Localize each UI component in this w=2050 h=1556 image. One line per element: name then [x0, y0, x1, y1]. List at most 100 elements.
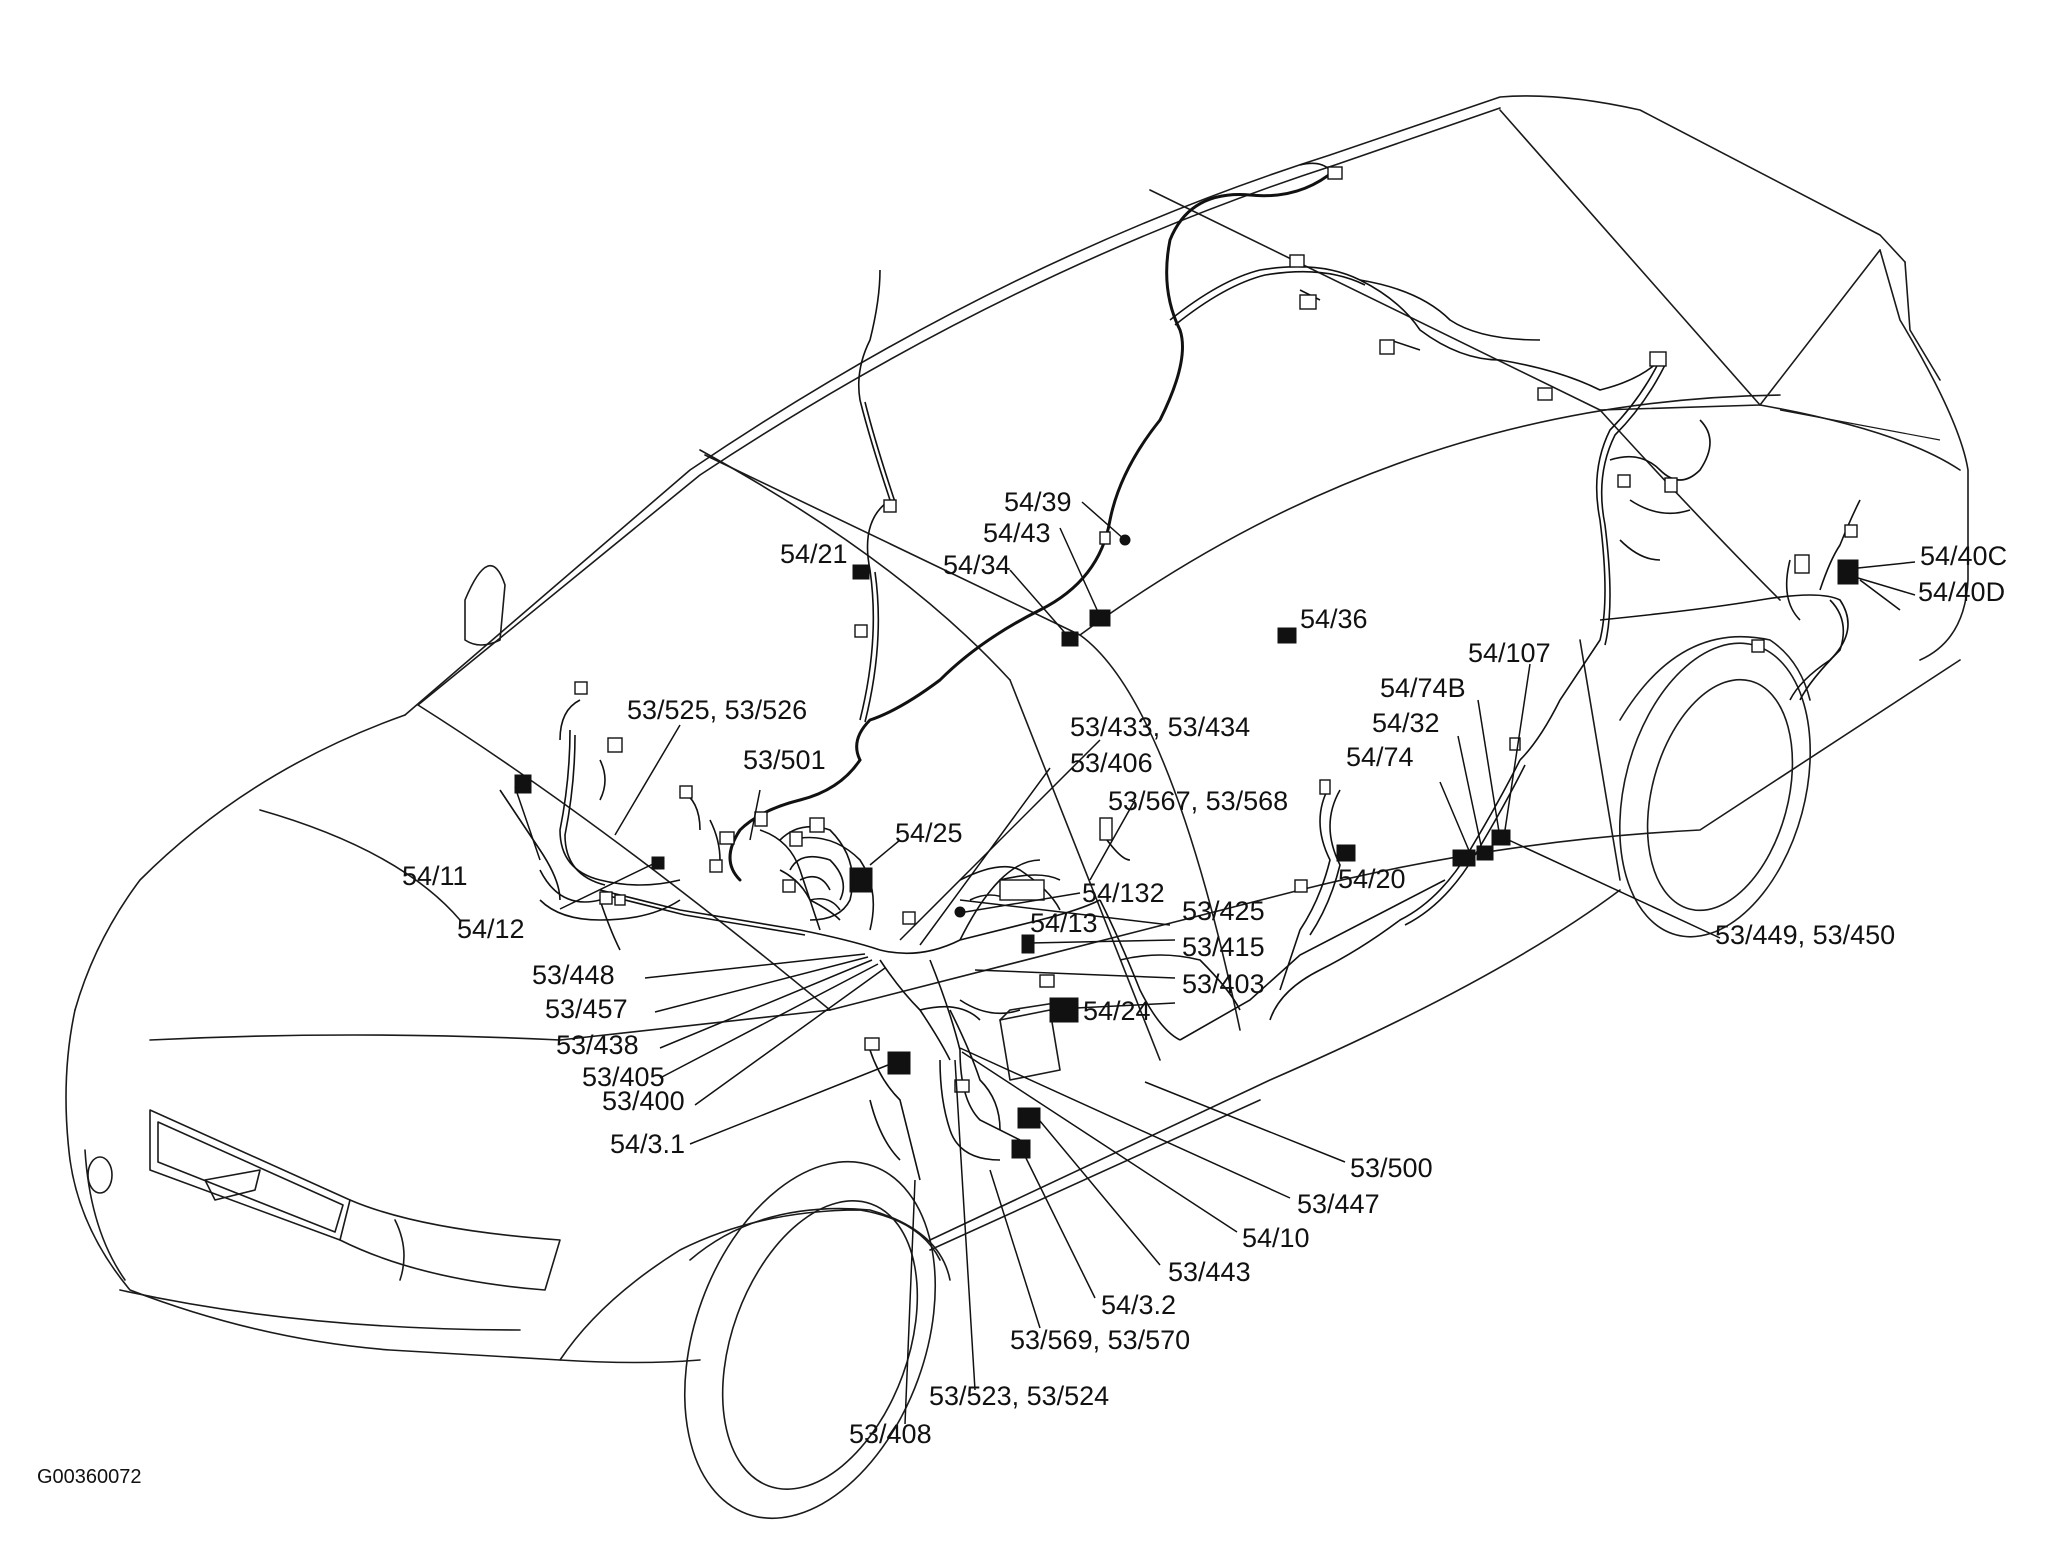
figure-id: G00360072	[37, 1466, 142, 1488]
connector-black	[1011, 1139, 1031, 1159]
label-54-40d: 54/40D	[1918, 577, 2005, 607]
connector-black	[1017, 1107, 1041, 1129]
label-54-11: 54/11	[402, 861, 468, 891]
label-54-24: 54/24	[1083, 996, 1151, 1026]
connector-black	[954, 906, 966, 918]
connector-white	[1664, 477, 1678, 493]
connector-white	[854, 624, 868, 638]
label-53-405: 53/405	[582, 1062, 665, 1092]
connector-black	[1061, 631, 1079, 647]
connector-white	[1794, 554, 1810, 574]
connector-white	[999, 879, 1045, 901]
label-53-415: 53/415	[1182, 932, 1265, 962]
label-54-132: 54/132	[1082, 878, 1165, 908]
label-54-21: 54/21	[780, 539, 848, 569]
connector-white	[614, 894, 626, 906]
connector-black	[1452, 849, 1476, 867]
label-54-36: 54/36	[1300, 604, 1368, 634]
label-53-569: 53/569, 53/570	[1010, 1325, 1190, 1355]
car-body	[65, 95, 1969, 1520]
label-53-403: 53/403	[1182, 969, 1265, 999]
connector-white	[679, 785, 693, 799]
label-53-501: 53/501	[743, 745, 826, 775]
label-54-74b: 54/74B	[1380, 673, 1466, 703]
label-54-107: 54/107	[1468, 638, 1551, 668]
label-54-20: 54/20	[1338, 864, 1406, 894]
label-54-43: 54/43	[983, 518, 1051, 548]
connector-black	[651, 856, 665, 870]
connector-white	[902, 911, 916, 925]
connector-white	[1649, 351, 1667, 367]
connector-white	[1289, 254, 1305, 268]
connector-black	[1277, 627, 1297, 644]
label-54-39: 54/39	[1004, 487, 1072, 517]
connector-white	[607, 737, 623, 753]
label-54-25: 54/25	[895, 818, 963, 848]
connector-white	[1509, 737, 1521, 751]
label-53-433: 53/433, 53/434	[1070, 712, 1250, 742]
label-53-525: 53/525, 53/526	[627, 695, 807, 725]
connector-white	[1294, 879, 1308, 893]
connector-white	[1751, 639, 1765, 653]
connector-white	[709, 859, 723, 873]
label-54-3-2: 54/3.2	[1101, 1290, 1176, 1320]
label-53-567: 53/567, 53/568	[1108, 786, 1288, 816]
connector-black	[1837, 559, 1859, 585]
label-54-40c: 54/40C	[1920, 541, 2007, 571]
connector-black	[514, 774, 532, 794]
connector-black	[1049, 997, 1079, 1023]
label-54-12: 54/12	[457, 914, 525, 944]
connector-white	[809, 817, 825, 833]
connector-black	[1491, 829, 1511, 846]
label-54-74: 54/74	[1346, 742, 1414, 772]
connector-white	[864, 1037, 880, 1051]
connector-black	[887, 1051, 911, 1075]
label-53-400: 53/400	[602, 1086, 685, 1116]
label-54-3-1: 54/3.1	[610, 1129, 685, 1159]
label-53-406: 53/406	[1070, 748, 1153, 778]
connector-white	[1844, 524, 1858, 538]
connector-white	[789, 831, 803, 847]
leader-lines	[514, 501, 1916, 1425]
connector-white	[1379, 339, 1395, 355]
connector-white	[1099, 817, 1113, 841]
connector-white	[1099, 531, 1111, 545]
label-53-408: 53/408	[849, 1419, 932, 1449]
connector-white	[1039, 974, 1055, 988]
label-53-425: 53/425	[1182, 896, 1265, 926]
connectors	[514, 166, 1859, 1159]
connector-white	[1327, 166, 1343, 180]
connector-white	[1537, 387, 1553, 401]
label-54-13: 54/13	[1030, 908, 1098, 938]
connector-white	[1299, 294, 1317, 310]
label-53-449: 53/449, 53/450	[1715, 920, 1895, 950]
connector-white	[599, 891, 613, 905]
callout-labels: 54/39 54/43 54/21 54/34 54/36 54/40C 54/…	[37, 487, 2007, 1488]
label-54-34: 54/34	[943, 550, 1011, 580]
connector-black	[1021, 934, 1035, 954]
label-53-523: 53/523, 53/524	[929, 1381, 1109, 1411]
connector-white	[1319, 779, 1331, 795]
connector-white	[719, 831, 735, 845]
label-54-10: 54/10	[1242, 1223, 1310, 1253]
connector-white	[954, 1079, 970, 1093]
connector-black	[849, 867, 873, 893]
label-53-457: 53/457	[545, 994, 628, 1024]
connector-white	[782, 879, 796, 893]
connector-white	[1617, 474, 1631, 488]
label-53-500: 53/500	[1350, 1153, 1433, 1183]
label-53-448: 53/448	[532, 960, 615, 990]
connector-white	[754, 811, 768, 827]
connector-white	[883, 499, 897, 513]
connector-white	[574, 681, 588, 695]
connector-black	[1476, 845, 1494, 861]
connector-black	[852, 564, 870, 580]
connector-black	[1089, 609, 1111, 627]
connector-black	[1336, 844, 1356, 862]
label-53-447: 53/447	[1297, 1189, 1380, 1219]
wiring-harness	[499, 162, 1901, 1181]
label-54-32: 54/32	[1372, 708, 1440, 738]
label-53-438: 53/438	[556, 1030, 639, 1060]
